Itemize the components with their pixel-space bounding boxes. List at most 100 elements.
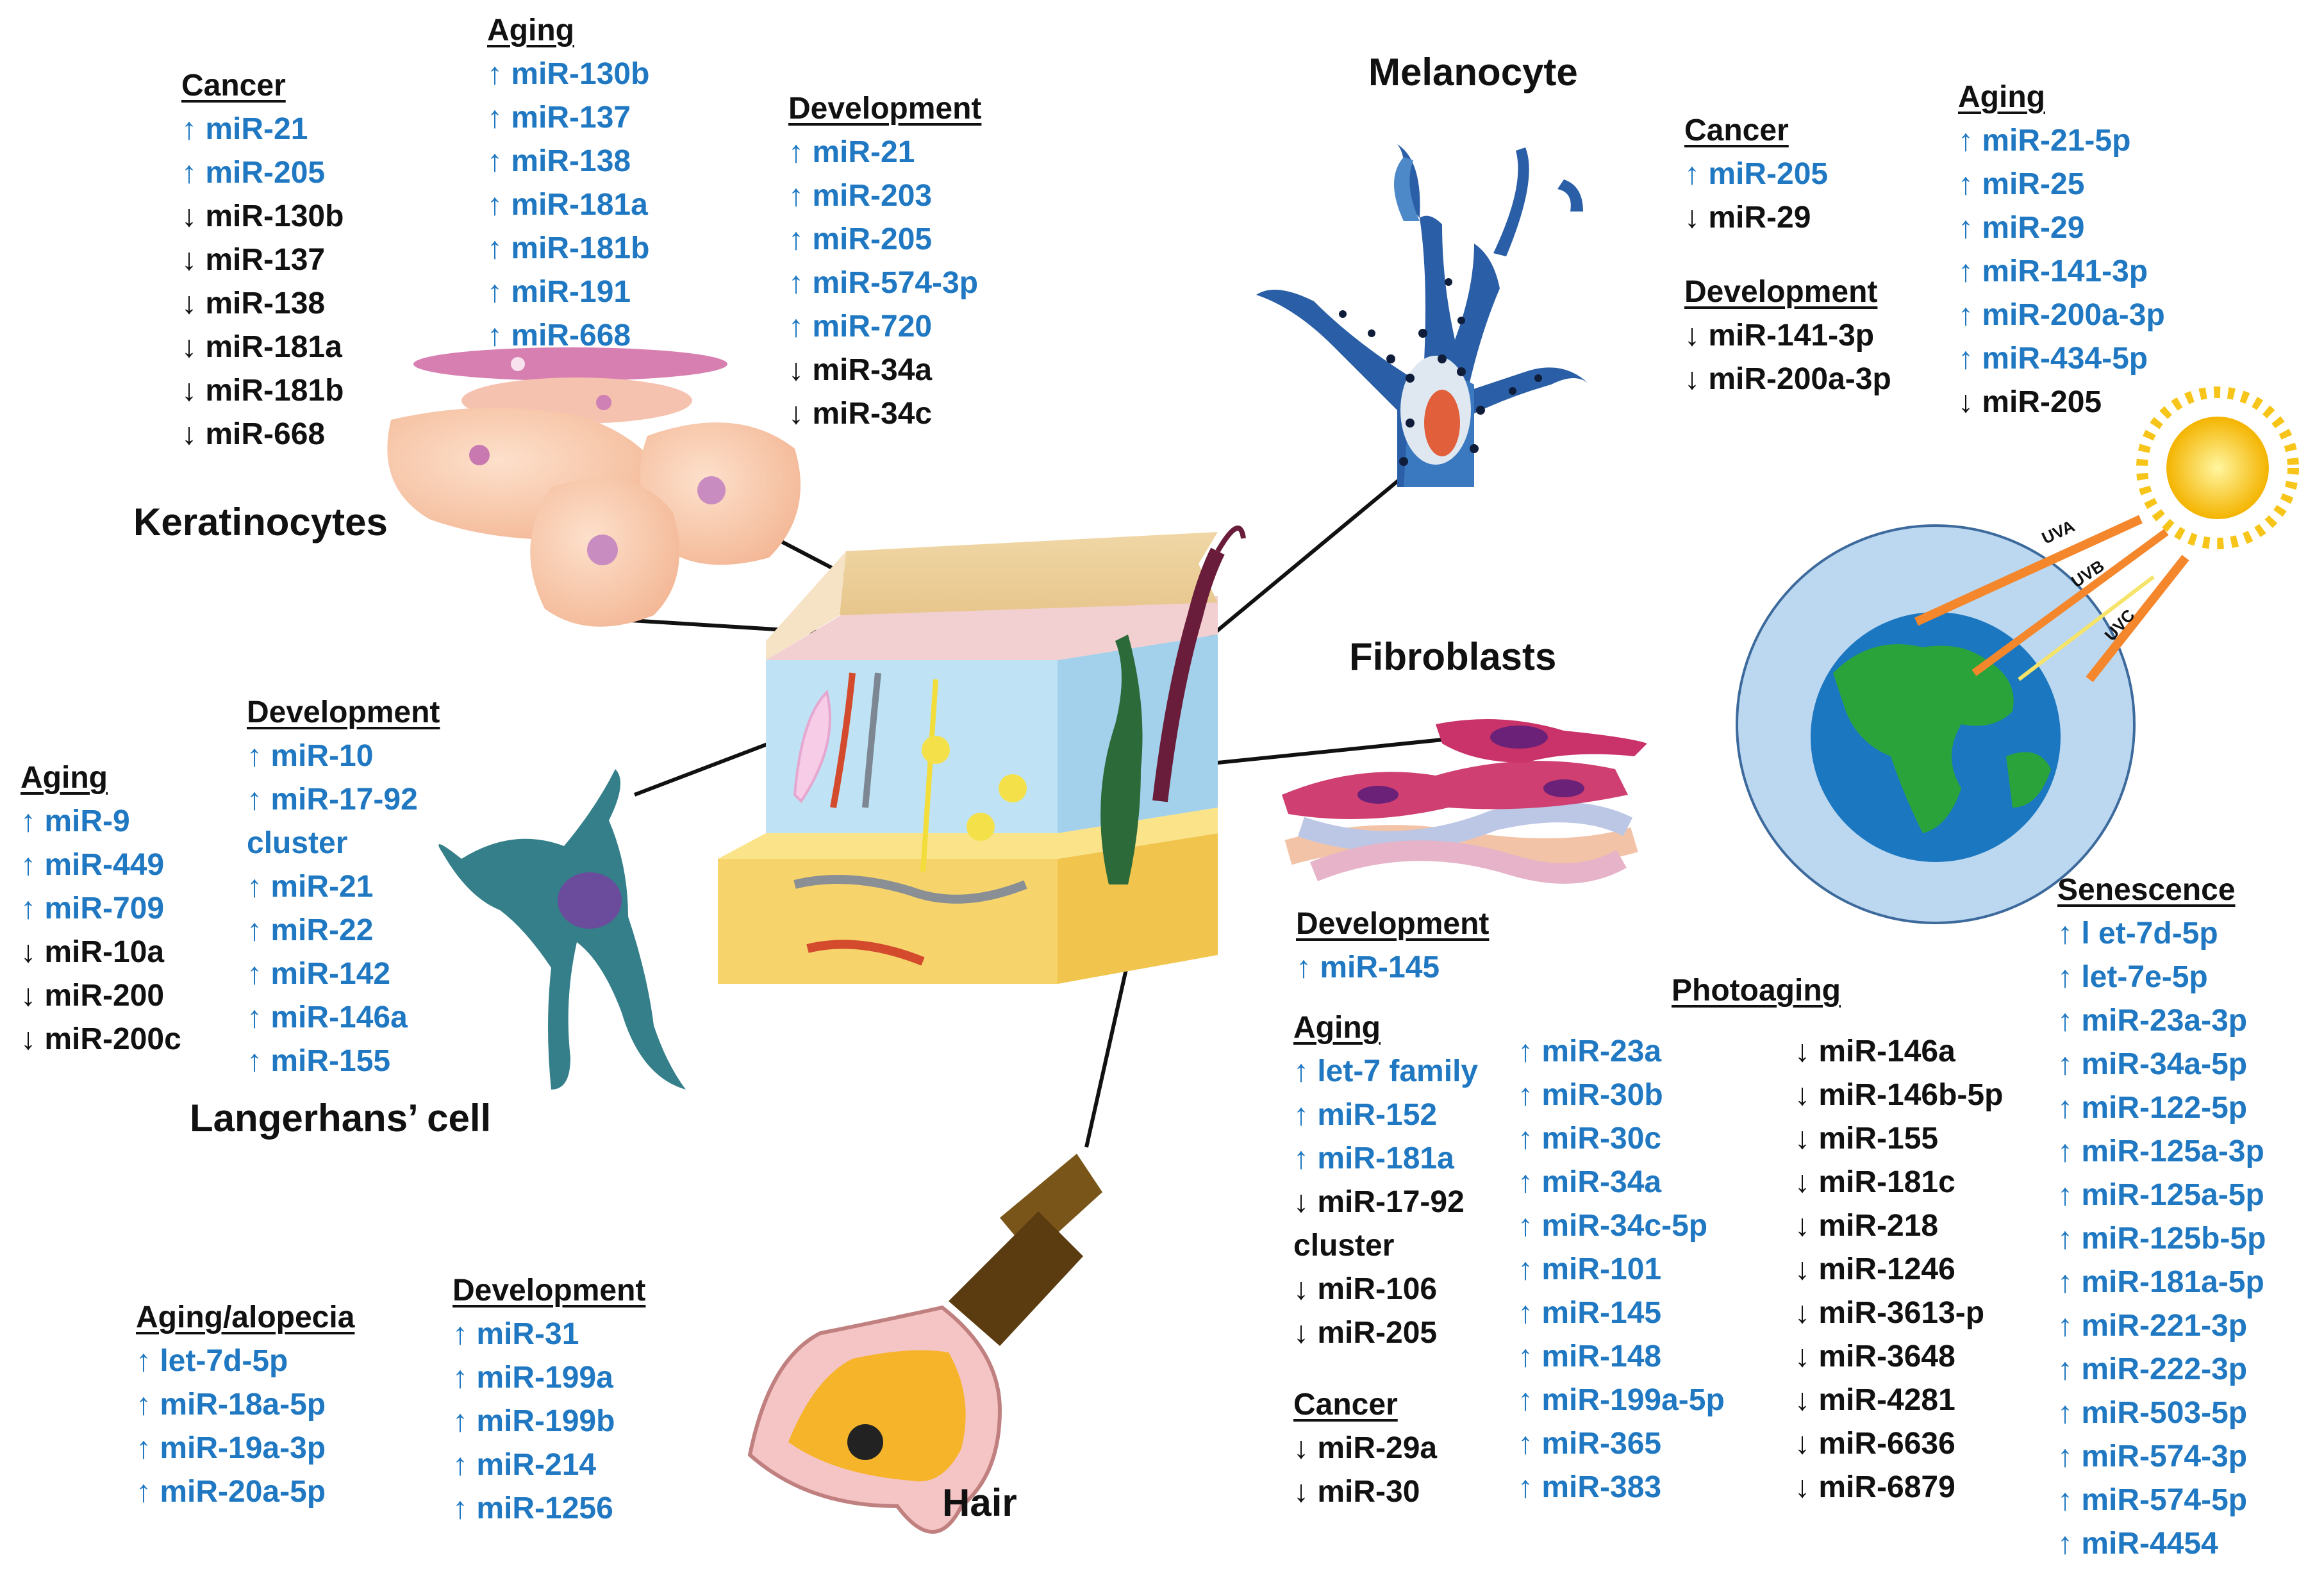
mirna-item: ↑ miR-146a xyxy=(247,996,440,1040)
up-arrow-icon: ↑ xyxy=(487,319,511,353)
mirna-item: ↓ miR-668 xyxy=(181,413,344,456)
down-arrow-icon: ↓ xyxy=(181,199,206,233)
mirna-item: ↑ miR-574-3p xyxy=(2057,1435,2266,1479)
down-arrow-icon: ↓ xyxy=(1684,319,1709,353)
mirna-name: miR-222-3p xyxy=(2081,1352,2248,1386)
mirna-name: miR-21 xyxy=(270,870,374,904)
up-arrow-icon: ↑ xyxy=(487,101,511,135)
mirna-name: miR-130b xyxy=(205,199,344,233)
mirna-name: miR-29 xyxy=(1982,211,2085,245)
mirna-name: miR-106 xyxy=(1317,1272,1438,1306)
mirna-name: miR-199a-5p xyxy=(1541,1383,1725,1417)
up-arrow-icon: ↑ xyxy=(487,231,511,265)
mirna-item: ↑ miR-214 xyxy=(452,1443,645,1487)
mirna-item: ↑ miR-25 xyxy=(1958,163,2165,206)
mirna-name: miR-25 xyxy=(1982,167,2085,201)
mirna-name: miR-34c xyxy=(812,397,933,431)
up-arrow-icon: ↑ xyxy=(2057,1091,2082,1125)
mirna-item: ↓ miR-146b-5p xyxy=(1795,1074,2003,1117)
group-heading: Cancer xyxy=(1293,1388,1398,1422)
up-arrow-icon: ↑ xyxy=(1958,211,1982,245)
down-arrow-icon: ↓ xyxy=(21,979,45,1013)
mirna-item: ↓ miR-6879 xyxy=(1795,1466,2003,1509)
mirna-name: miR-146a xyxy=(270,1000,408,1034)
mirna-item: cluster xyxy=(247,822,440,865)
mirna-name: miR-34c-5p xyxy=(1541,1209,1708,1243)
melanocyte-label: Melanocyte xyxy=(1368,51,1578,94)
mirna-item: ↑ miR-20a-5p xyxy=(136,1470,354,1514)
down-arrow-icon: ↓ xyxy=(788,397,813,431)
up-arrow-icon: ↑ xyxy=(1958,298,1982,332)
up-arrow-icon: ↑ xyxy=(1293,1141,1318,1175)
mirna-name: miR-146b-5p xyxy=(1818,1078,2004,1112)
mirna-name: miR-18a-5p xyxy=(160,1388,326,1422)
down-arrow-icon: ↓ xyxy=(1795,1122,1819,1156)
mirna-item: ↑ miR-365 xyxy=(1518,1422,1725,1466)
down-arrow-icon: ↓ xyxy=(1684,362,1709,396)
mirna-item: ↓ miR-181c xyxy=(1795,1161,2003,1204)
mirna-name: miR-574-3p xyxy=(812,266,979,300)
group-heading: Development xyxy=(788,92,982,126)
group-heading: Development xyxy=(1296,907,1490,941)
mirna-name: miR-23a xyxy=(1541,1034,1662,1068)
down-arrow-icon: ↓ xyxy=(1293,1475,1318,1509)
up-arrow-icon: ↑ xyxy=(2057,1178,2082,1212)
mirna-item: ↑ miR-125b-5p xyxy=(2057,1217,2266,1261)
up-arrow-icon: ↑ xyxy=(247,957,271,991)
mirna-name: miR-21 xyxy=(205,112,308,146)
melanocyte-development-list: Development↓ miR-141-3p↓ miR-200a-3p xyxy=(1684,270,1891,401)
mirna-name: let-7d-5p xyxy=(160,1344,288,1378)
mirna-item: ↓ miR-1246 xyxy=(1795,1248,2003,1291)
down-arrow-icon: ↓ xyxy=(1795,1078,1819,1112)
mirna-name: miR-6636 xyxy=(1818,1427,1955,1461)
mirna-item: ↑ miR-101 xyxy=(1518,1248,1725,1291)
group-heading: Aging/alopecia xyxy=(136,1300,355,1334)
mirna-item: ↑ miR-434-5p xyxy=(1958,337,2165,381)
mirna-name: miR-181a xyxy=(1317,1141,1454,1175)
mirna-name: miR-205 xyxy=(812,222,933,256)
up-arrow-icon: ↑ xyxy=(2057,1047,2082,1081)
mirna-name: miR-152 xyxy=(1317,1098,1438,1132)
mirna-name: miR-4454 xyxy=(2081,1527,2218,1561)
up-arrow-icon: ↑ xyxy=(136,1388,160,1422)
mirna-item: ↓ miR-3648 xyxy=(1795,1335,2003,1379)
up-arrow-icon: ↑ xyxy=(1293,1098,1318,1132)
up-arrow-icon: ↑ xyxy=(788,179,813,213)
mirna-name: miR-574-3p xyxy=(2081,1440,2248,1474)
keratinocytes-aging-list: Aging↑ miR-130b↑ miR-137↑ miR-138↑ miR-1… xyxy=(487,9,649,358)
up-arrow-icon: ↑ xyxy=(1518,1470,1542,1504)
up-arrow-icon: ↑ xyxy=(1293,1054,1318,1088)
up-arrow-icon: ↑ xyxy=(247,783,271,817)
mirna-name: cluster xyxy=(247,826,348,860)
mirna-item: ↑ miR-199a-5p xyxy=(1518,1379,1725,1422)
mirna-item: ↓ miR-130b xyxy=(181,195,344,238)
mirna-name: miR-203 xyxy=(812,179,933,213)
mirna-name: miR-181a xyxy=(205,330,342,364)
up-arrow-icon: ↑ xyxy=(487,188,511,222)
mirna-item: ↑ miR-181a xyxy=(1293,1137,1478,1181)
melanocyte-cancer-list: Cancer↑ miR-205↓ miR-29 xyxy=(1684,109,1828,240)
mirna-name: miR-19a-3p xyxy=(160,1431,326,1465)
up-arrow-icon: ↑ xyxy=(487,144,511,178)
group-heading: Senescence xyxy=(2057,873,2236,907)
up-arrow-icon: ↑ xyxy=(2057,1483,2082,1517)
mirna-item: ↑ l et-7d-5p xyxy=(2057,912,2266,956)
melanocyte-illustration xyxy=(1256,144,1589,487)
up-arrow-icon: ↑ xyxy=(247,870,271,904)
mirna-name: miR-122-5p xyxy=(2081,1091,2248,1125)
mirna-item: ↑ miR-22 xyxy=(247,909,440,952)
mirna-name: miR-30c xyxy=(1541,1122,1662,1156)
mirna-item: ↑ miR-205 xyxy=(1684,153,1828,196)
mirna-name: let-7e-5p xyxy=(2081,960,2208,994)
mirna-item: ↑ miR-145 xyxy=(1296,946,1489,990)
mirna-name: miR-181b xyxy=(511,231,650,265)
mirna-item: ↓ miR-181a xyxy=(181,326,344,369)
hair-follicle-illustration xyxy=(747,1154,1102,1534)
up-arrow-icon: ↑ xyxy=(788,310,813,344)
mirna-name: miR-200a-3p xyxy=(1708,362,1891,396)
up-arrow-icon: ↑ xyxy=(136,1431,160,1465)
down-arrow-icon: ↓ xyxy=(1795,1209,1819,1243)
mirna-name: miR-34a-5p xyxy=(2081,1047,2248,1081)
up-arrow-icon: ↑ xyxy=(247,1000,271,1034)
up-arrow-icon: ↑ xyxy=(452,1361,477,1395)
